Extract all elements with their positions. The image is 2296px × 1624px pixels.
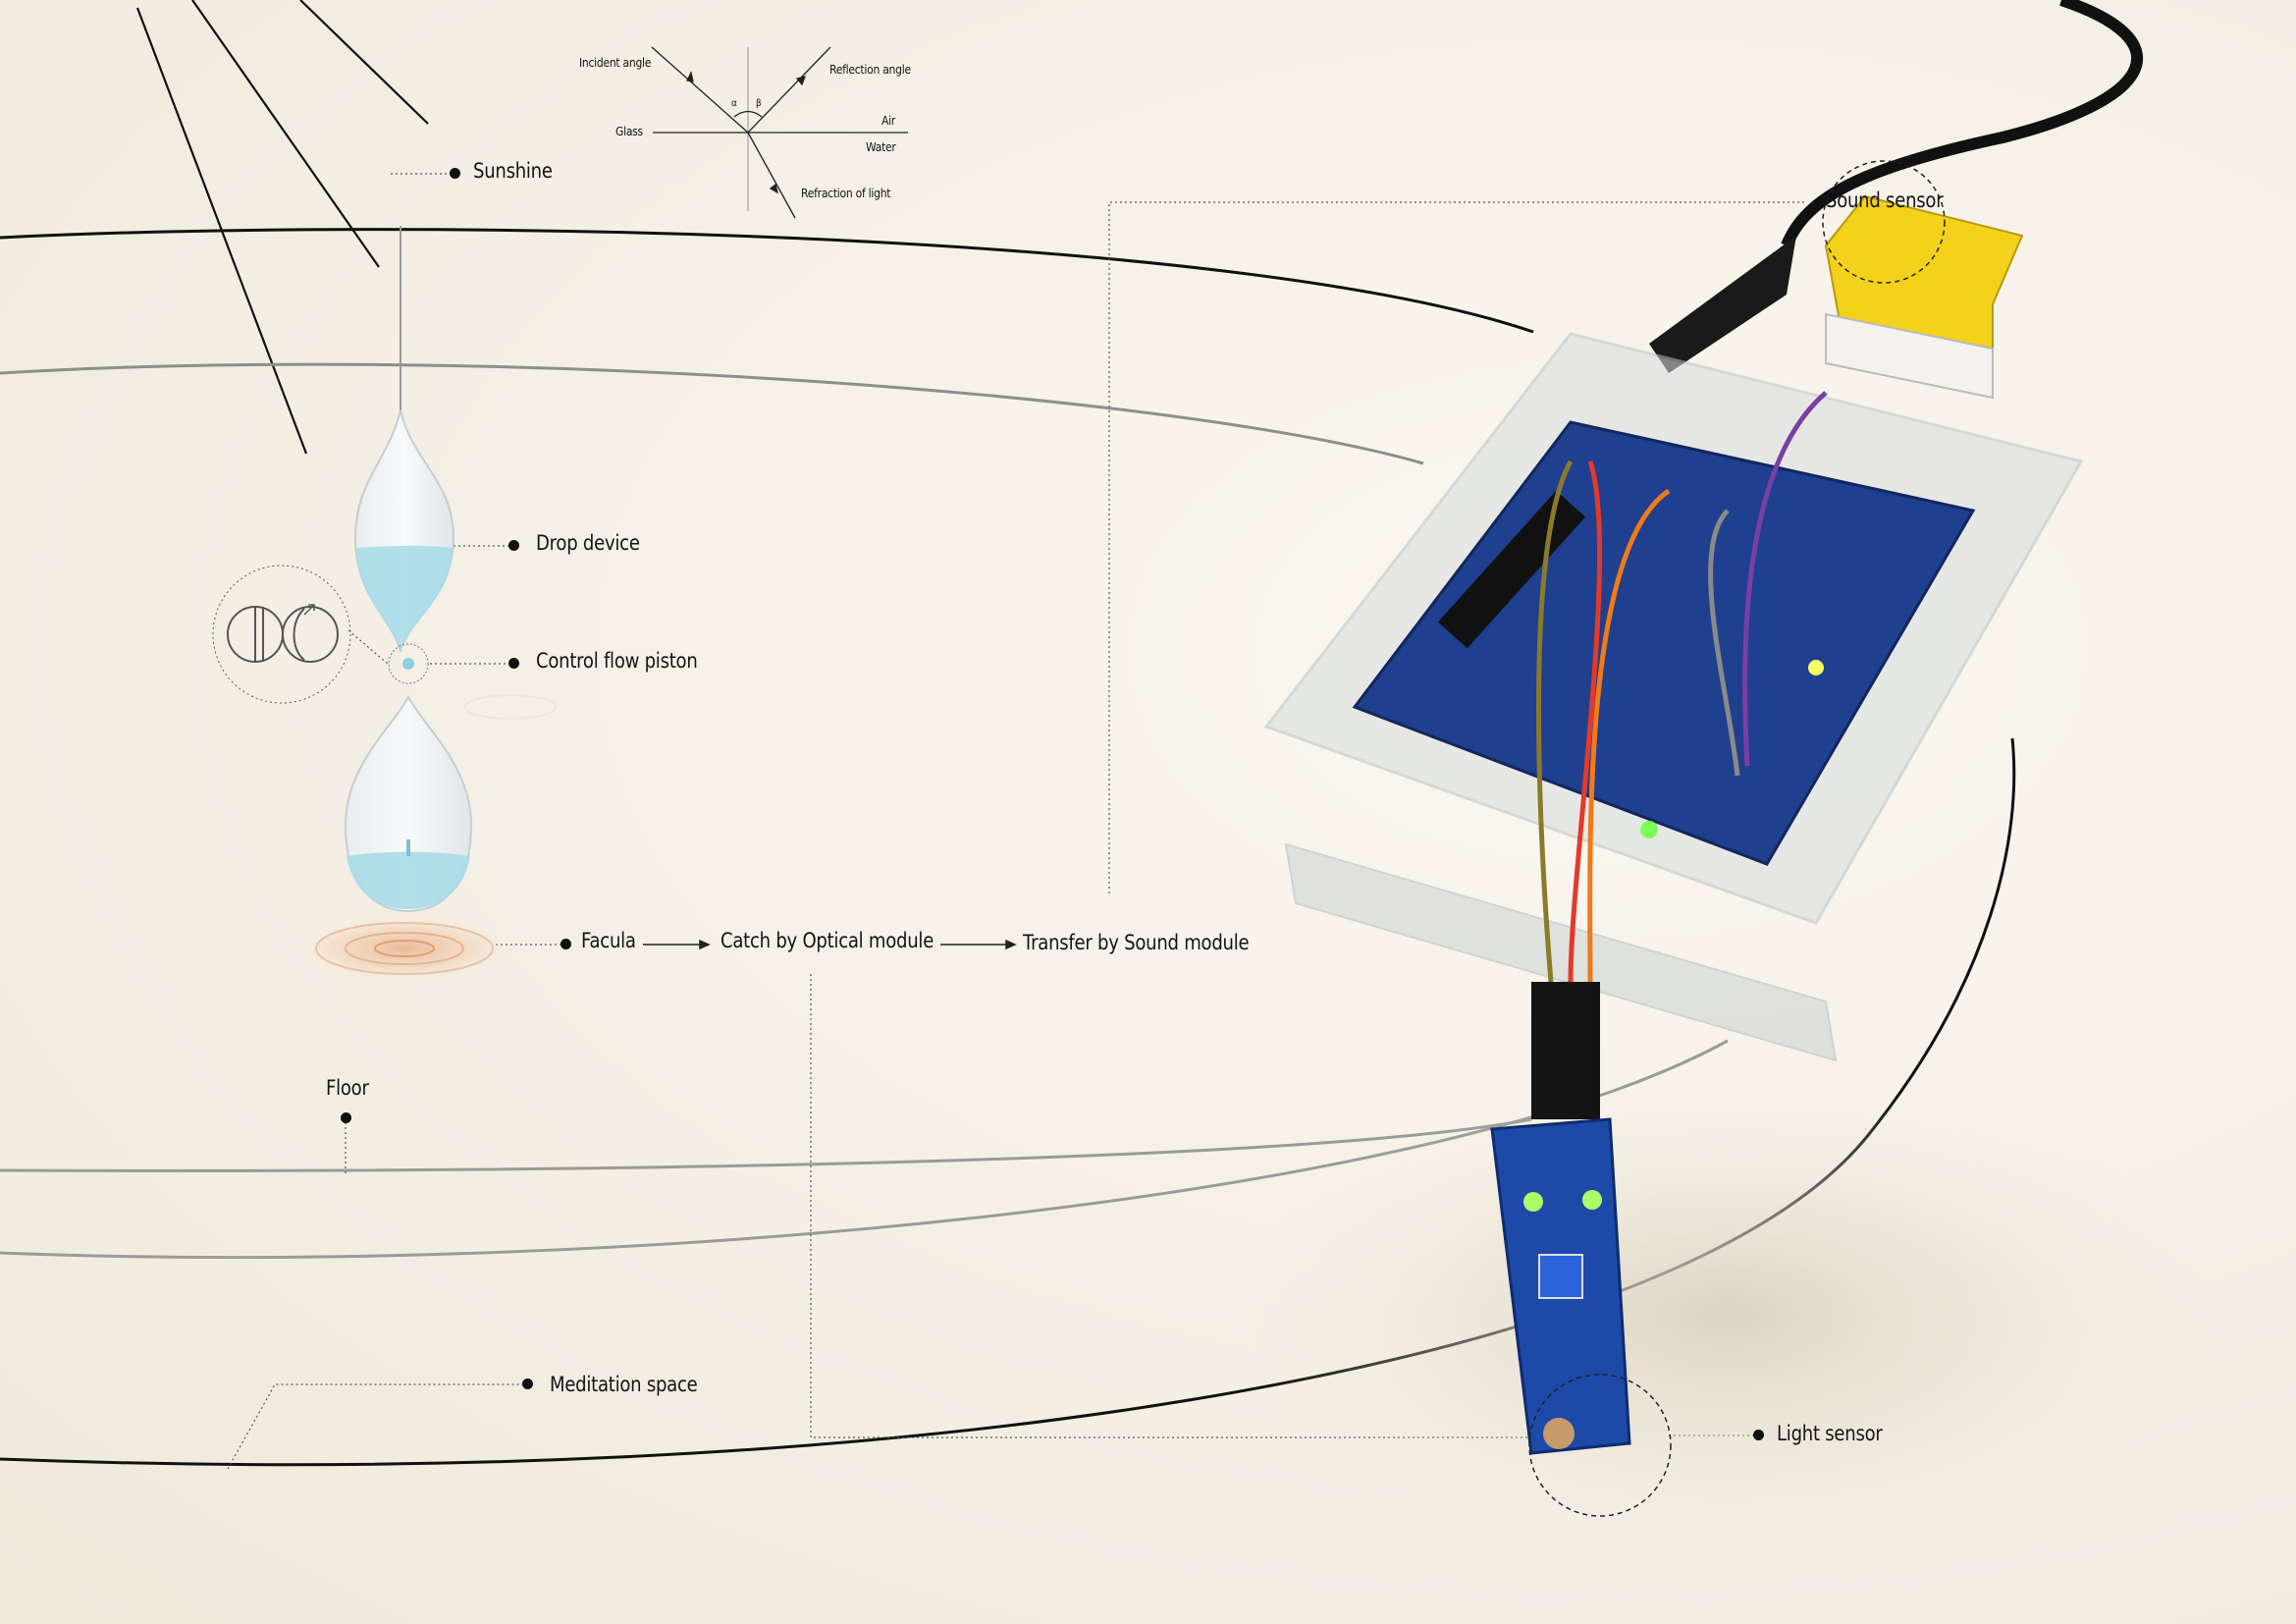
piston-drop — [402, 658, 414, 670]
reflect-arrow — [795, 76, 807, 86]
ring-inner-bottom — [0, 1117, 1532, 1172]
arduino-board — [1352, 420, 1976, 866]
light-board-led-2 — [1582, 1190, 1602, 1210]
flow-arrows — [643, 939, 1017, 950]
sun-ray-2 — [191, 0, 380, 268]
label-control-flow-piston: Control flow piston — [536, 649, 698, 673]
optics-incident-angle: Incident angle — [579, 56, 652, 70]
ripple-3 — [374, 940, 435, 957]
drop-device-illustration — [344, 226, 473, 913]
faint-ripple — [464, 694, 557, 720]
refract-arrow — [769, 183, 779, 194]
sound-sensor-highlight — [1822, 160, 1946, 284]
zoom-circle — [212, 565, 351, 704]
floor-shadow — [1237, 1080, 2218, 1551]
arrow-head-2 — [1005, 939, 1017, 950]
optics-alpha: α — [731, 98, 737, 109]
optics-beta: β — [756, 98, 762, 109]
reflected-ray — [747, 46, 831, 134]
piston-zoom-icon — [212, 565, 351, 704]
photoresistor — [1543, 1418, 1575, 1449]
piston-zoom-circle — [388, 643, 429, 684]
label-catch-optical: Catch by Optical module — [721, 929, 934, 952]
facula-dot — [561, 939, 571, 949]
floor-dot — [341, 1112, 351, 1123]
angle-arc — [733, 110, 763, 118]
facula-glow — [298, 915, 510, 982]
leader-lines — [227, 173, 1804, 1470]
label-transfer-sound: Transfer by Sound module — [1023, 931, 1250, 954]
rotate-arrow-icon — [303, 604, 315, 616]
sound-sensor-leader — [1108, 201, 1804, 893]
sound-sensor-body — [1825, 312, 1994, 400]
lower-water — [347, 851, 470, 909]
sun-ray-3 — [299, 0, 429, 125]
wire-gray — [1708, 509, 1740, 777]
wire-red — [1568, 460, 1603, 983]
label-sunshine: Sunshine — [473, 159, 553, 183]
potentiometer — [1538, 1254, 1583, 1299]
label-floor: Floor — [326, 1076, 369, 1100]
optics-refraction: Refraction of light — [801, 187, 891, 200]
optics-water: Water — [866, 140, 896, 154]
label-light-sensor: Light sensor — [1777, 1422, 1883, 1445]
acrylic-case-lower — [1284, 842, 1838, 1062]
label-facula: Facula — [581, 929, 636, 952]
light-sensor-dot — [1753, 1430, 1764, 1440]
meditation-leader — [227, 1383, 524, 1470]
light-sensor-highlight — [1528, 1374, 1672, 1517]
facula-ripple — [298, 694, 557, 982]
led-yellow — [1808, 660, 1824, 676]
incident-ray — [651, 46, 749, 134]
light-board-led-1 — [1523, 1192, 1543, 1212]
hardware-illustration — [1237, 0, 2218, 1551]
wire-olive — [1536, 460, 1574, 983]
optics-reflection-angle: Reflection angle — [829, 63, 911, 77]
piston-dot — [508, 658, 519, 669]
wire-orange — [1587, 488, 1671, 983]
usb-cable — [1781, 0, 2144, 248]
optical-leader — [810, 974, 1529, 1438]
optics-diagram — [651, 46, 908, 219]
label-sound-sensor: Sound sensor — [1826, 189, 1944, 212]
label-meditation-space: Meditation space — [550, 1373, 698, 1396]
connector-housing — [1531, 982, 1600, 1119]
ring-outer-top — [0, 228, 1534, 334]
piston-disc-right — [282, 606, 339, 663]
meditation-dot — [522, 1379, 533, 1389]
sunshine-dot — [450, 168, 460, 179]
optics-glass: Glass — [615, 125, 643, 138]
label-drop-device: Drop device — [536, 531, 640, 555]
optics-air: Air — [881, 114, 896, 128]
ripple-2 — [345, 932, 464, 965]
ring-inner-top — [0, 362, 1424, 465]
ripple-1 — [315, 922, 494, 975]
sun-rays — [135, 0, 429, 455]
drop-device-dot — [508, 540, 519, 551]
refracted-ray — [747, 132, 796, 219]
piston-zoom-leader — [347, 629, 389, 665]
incident-arrow — [686, 71, 694, 82]
cable-plug — [1649, 236, 1796, 373]
wire-purple — [1742, 391, 1828, 767]
upper-water — [356, 545, 453, 652]
arrow-head-1 — [699, 939, 711, 950]
led-green — [1640, 821, 1658, 839]
